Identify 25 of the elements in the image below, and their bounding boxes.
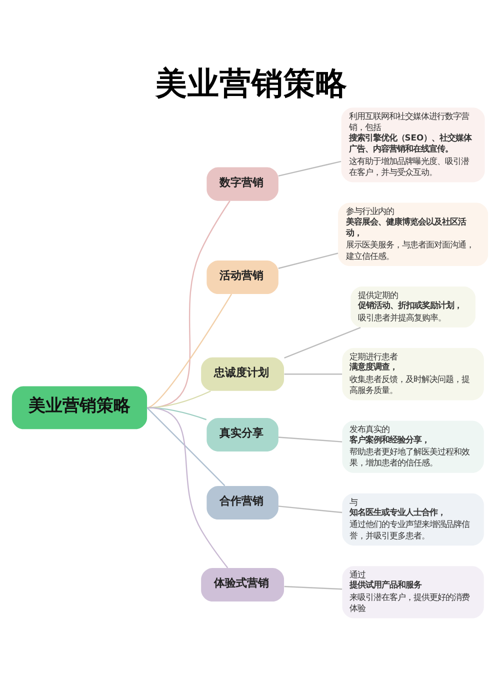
node-box: 参与行业内的美容展会、健康博览会以及社区活动，展示医美服务，与患者面对面沟通，建立信任感。: [338, 202, 488, 266]
connector: [278, 252, 338, 268]
diagram-title: 美业营销策略: [155, 65, 348, 102]
node-box: 忠诚度计划: [201, 356, 284, 390]
node-box: 美业营销策略: [12, 386, 148, 429]
connector: [284, 373, 342, 374]
node-box: 定期进行患者满意度调查，收集患者反馈，及时解决问题，提高服务质量。: [342, 348, 484, 400]
connector: [284, 585, 342, 590]
node-box: 通过提供试用产品和服务来吸引潜在客户，提供更好的消费体验: [342, 566, 484, 618]
connector: [278, 160, 342, 176]
connector: [146, 293, 232, 408]
node-box: 活动营销: [206, 260, 278, 294]
connector: [146, 406, 226, 486]
node-box: 发布真实的客户案例和经验分享，帮助患者更好地了解医美过程和效果，增加患者的信任感。: [342, 420, 484, 472]
node-box: 利用互联网和社交媒体进行数字营销，包括搜索引擎优化（SEO）、社交媒体广告、内容营销和在线宣传。这有助于增加品牌曝光度、吸引潜在客户，并与受众互动。: [341, 107, 485, 182]
node-box: 真实分享: [206, 417, 278, 451]
connector: [284, 326, 361, 358]
connector: [146, 406, 228, 568]
node-box: 提供定期的促销活动、折扣或奖励计划，吸引患者并提高复购率。: [350, 286, 476, 328]
node-box: 数字营销: [206, 166, 278, 200]
node-box: 体验式营销: [201, 567, 284, 601]
connector: [278, 436, 342, 442]
connector: [278, 505, 342, 513]
node-box: 合作营销: [206, 485, 278, 519]
node-box: 与知名医生或专业人士合作，通过他们的专业声望来增强品牌信誉，并吸引更多患者。: [342, 492, 484, 546]
